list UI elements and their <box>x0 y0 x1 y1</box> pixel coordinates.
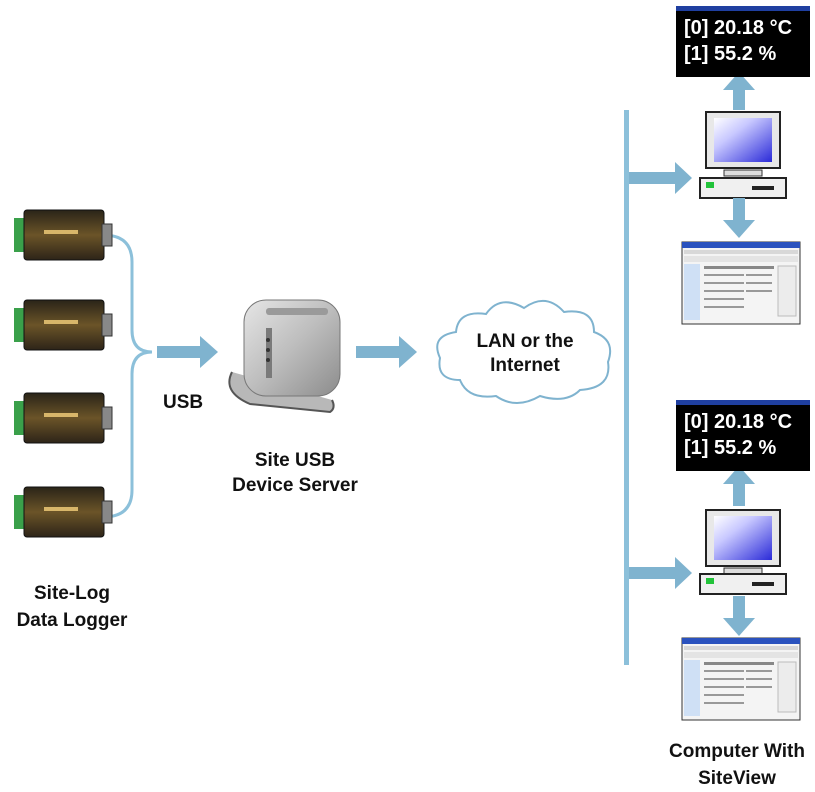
logger-label-line2: Data Logger <box>16 610 128 631</box>
arrow-computer-1-to-software <box>723 198 755 238</box>
computer-label-line1: Computer With <box>669 741 805 762</box>
data-logger-2 <box>14 299 113 351</box>
server-label: Site USB Device Server <box>220 448 370 498</box>
arrow-server-to-network <box>356 336 417 368</box>
logger-label-line1: Site-Log <box>34 583 110 604</box>
readout-bottom-line2: [1] 55.2 % <box>684 437 777 459</box>
network-label-line1: LAN or the <box>476 331 574 352</box>
desktop-computer-1 <box>699 111 787 199</box>
network-label: LAN or the Internet <box>455 330 595 378</box>
computer-label: Computer With SiteView <box>652 738 815 792</box>
server-label-line1: Site USB <box>254 450 336 471</box>
network-label-line2: Internet <box>490 355 560 376</box>
siteview-software-window-2 <box>681 637 801 721</box>
data-logger-1 <box>14 209 113 261</box>
data-logger-3 <box>14 392 113 444</box>
readout-top-line1: [0] 20.18 °C <box>684 17 793 39</box>
server-label-line2: Device Server <box>232 475 358 496</box>
desktop-computer-2 <box>699 509 787 595</box>
arrow-to-computer-2 <box>629 557 692 589</box>
arrow-computer-2-to-software <box>723 596 755 636</box>
arrow-computer-2-to-readout <box>723 466 755 506</box>
arrow-to-computer-1 <box>629 162 692 194</box>
arrow-usb <box>157 336 218 368</box>
readout-display-bottom: [0] 20.18 °C [1] 55.2 % <box>676 400 810 471</box>
logger-bracket <box>102 233 153 519</box>
network-cloud <box>436 300 612 404</box>
readout-display-top: [0] 20.18 °C [1] 55.2 % <box>676 6 810 77</box>
usb-device-server <box>228 299 341 414</box>
computer-label-line2: SiteView <box>698 768 776 789</box>
usb-label: USB <box>163 392 204 413</box>
readout-bottom-line1: [0] 20.18 °C <box>684 411 793 433</box>
readout-top-line2: [1] 55.2 % <box>684 43 777 65</box>
siteview-software-window-1 <box>681 241 801 325</box>
data-logger-4 <box>14 486 113 538</box>
arrow-computer-1-to-readout <box>723 72 755 110</box>
logger-label: Site-Log Data Logger <box>2 580 142 634</box>
network-backbone <box>624 110 629 665</box>
